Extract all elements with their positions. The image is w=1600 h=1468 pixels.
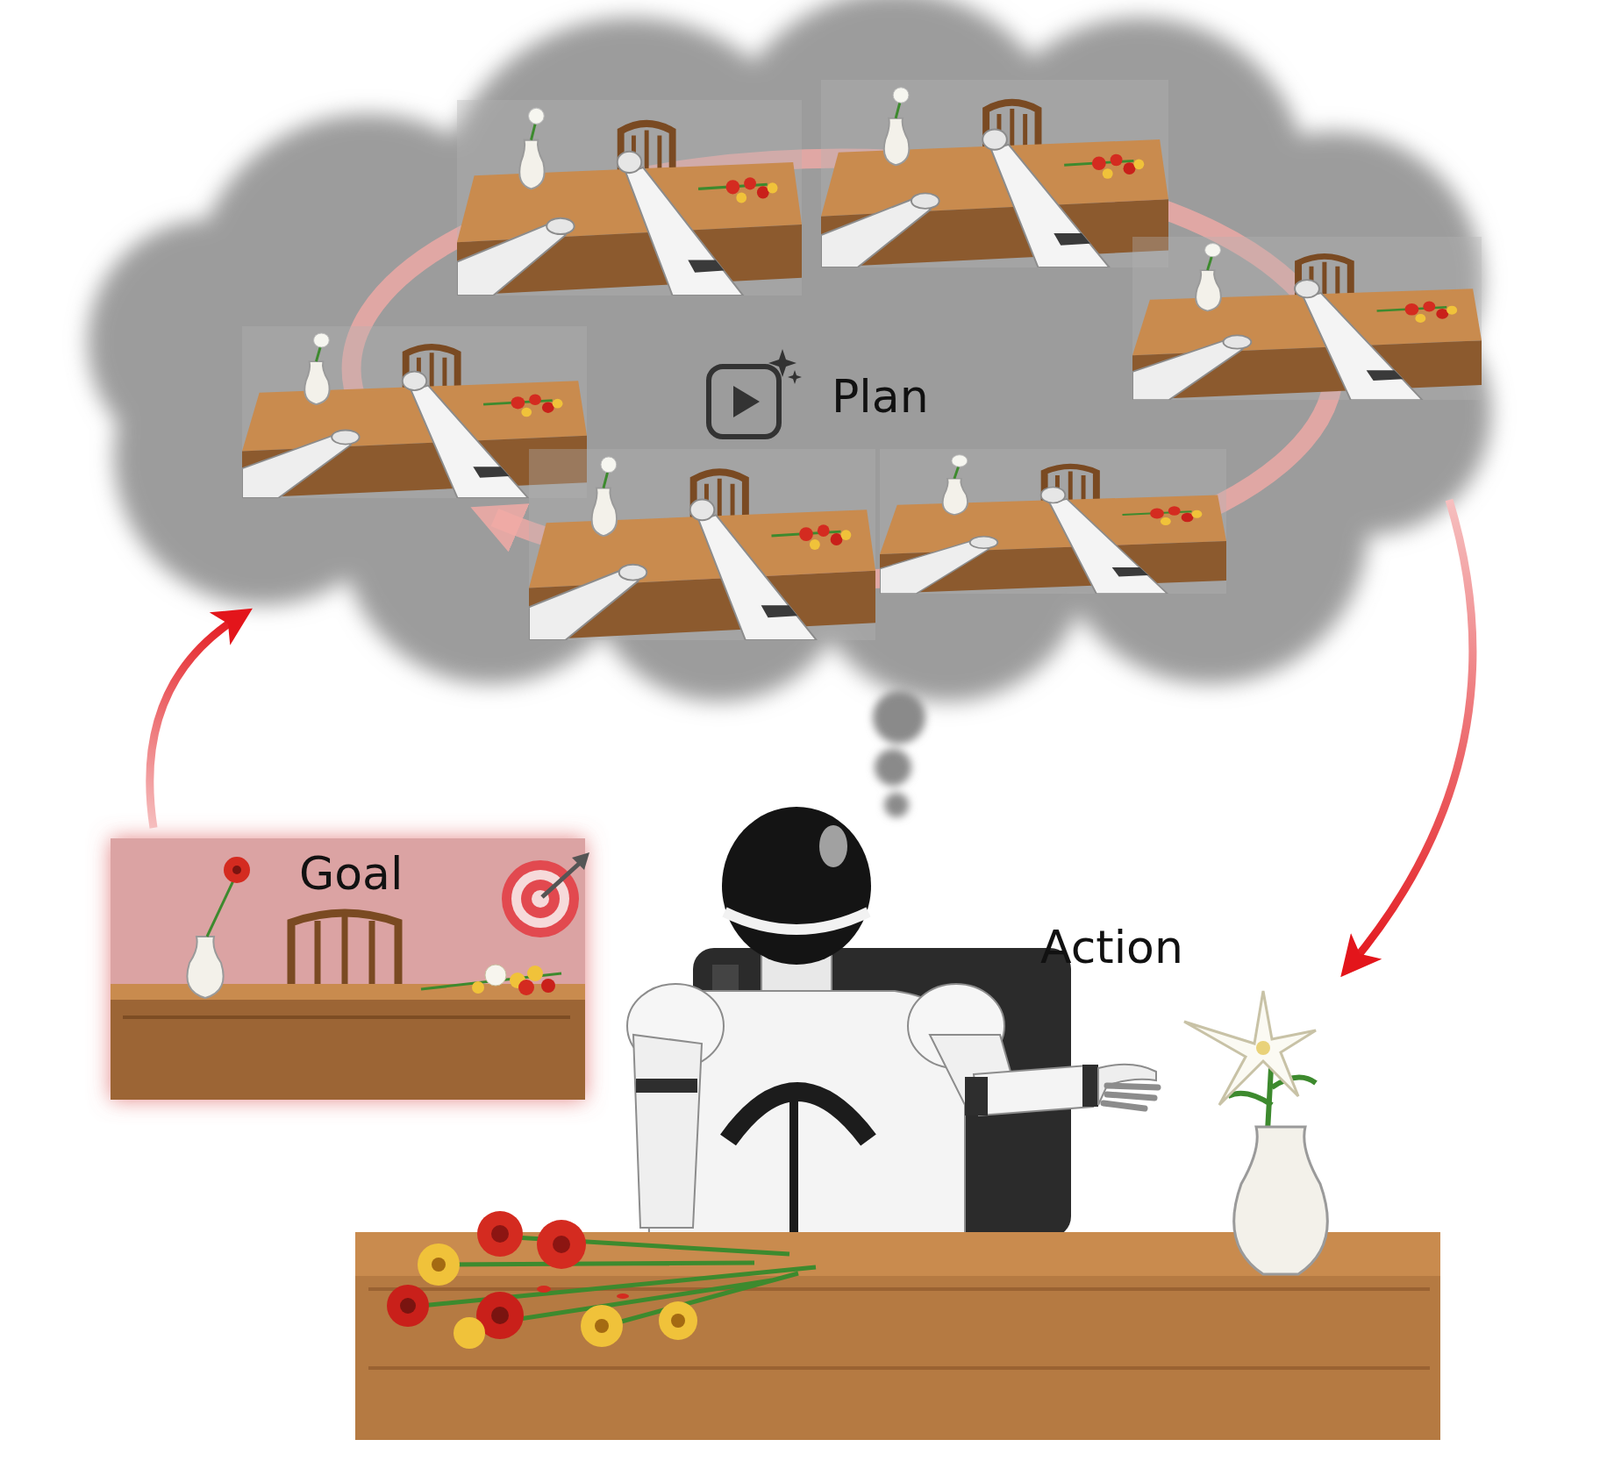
video-icon: [708, 349, 802, 437]
target-icon: [501, 852, 590, 938]
node-title: Goal: [299, 849, 403, 900]
action-arrow: [1350, 500, 1473, 965]
thought-cloud: [87, 0, 1492, 702]
plan-frame: [1132, 236, 1482, 400]
robot: [627, 807, 1158, 1238]
stage-label: Action: [1040, 922, 1184, 973]
goal-box: Goal: [110, 838, 586, 1100]
node-title: Plan: [831, 371, 929, 422]
plan-frame: [821, 79, 1169, 268]
plan-frame: [457, 100, 802, 296]
plan-cloud: Plan: [87, 0, 1500, 711]
vase-lily: [1184, 991, 1328, 1275]
plan-frame: [879, 449, 1227, 594]
thought-dots: [872, 691, 926, 818]
goal-panel: [110, 838, 586, 1100]
flow-arrow: [150, 616, 240, 829]
flowers: [386, 1211, 816, 1350]
plan-frame: [528, 449, 876, 641]
